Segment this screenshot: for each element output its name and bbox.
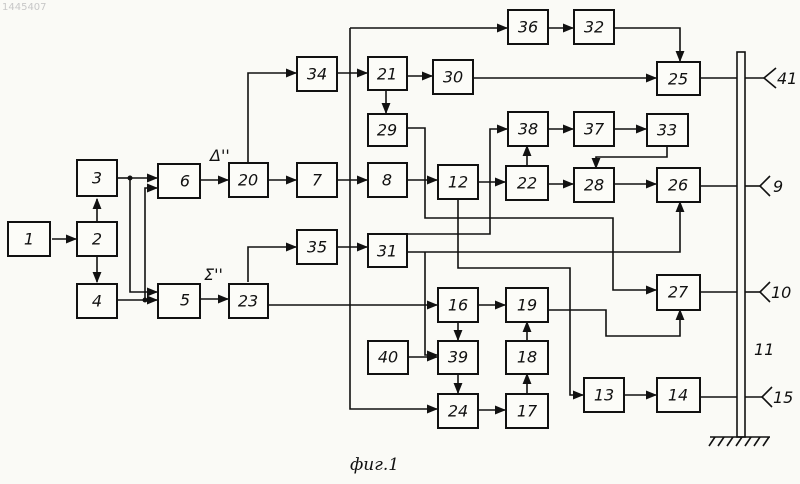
block-32: 32 (574, 10, 614, 44)
block-29: 29 (368, 114, 407, 146)
block-28: 28 (574, 168, 614, 202)
svg-text:36: 36 (518, 18, 538, 37)
output-label-41: 41 (777, 69, 797, 88)
block-40: 40 (368, 341, 408, 374)
svg-text:27: 27 (668, 283, 689, 302)
block-3: 3 (77, 160, 117, 196)
svg-text:25: 25 (668, 70, 688, 89)
block-37: 37 (574, 112, 614, 146)
block-14: 14 (657, 378, 700, 412)
block-20: 20 (229, 163, 268, 197)
svg-text:37: 37 (584, 120, 605, 139)
block-36: 36 (508, 10, 548, 44)
svg-text:28: 28 (584, 176, 604, 195)
svg-text:22: 22 (517, 174, 537, 193)
svg-text:30: 30 (443, 68, 463, 87)
svg-text:34: 34 (307, 65, 327, 84)
mast-label: 11 (754, 340, 774, 359)
block-33: 33 (647, 114, 688, 146)
block-8: 8 (368, 163, 407, 197)
output-label-15: 15 (773, 388, 793, 407)
svg-text:20: 20 (238, 171, 258, 190)
svg-text:39: 39 (448, 348, 468, 367)
svg-text:16: 16 (448, 296, 468, 315)
block-1: 1 (8, 222, 50, 256)
svg-text:21: 21 (377, 65, 397, 84)
svg-text:38: 38 (518, 120, 538, 139)
block-27: 27 (657, 275, 700, 310)
block-5: 5 (158, 284, 200, 318)
block-12: 12 (438, 165, 478, 199)
block-34: 34 (297, 57, 337, 91)
block-31: 31 (368, 234, 407, 267)
block-7: 7 (297, 163, 337, 197)
svg-text:14: 14 (668, 386, 688, 405)
svg-text:13: 13 (594, 386, 614, 405)
block-22: 22 (506, 166, 548, 200)
block-35: 35 (297, 230, 337, 264)
block-21: 21 (368, 57, 407, 90)
watermark-text: 1445407 (2, 2, 47, 13)
block-39: 39 (438, 341, 478, 374)
svg-text:5: 5 (180, 291, 190, 310)
block-2: 2 (77, 222, 117, 256)
figure-caption: фиг.1 (350, 455, 399, 475)
block-25: 25 (657, 62, 700, 95)
svg-text:24: 24 (448, 402, 468, 421)
sigma-signal-label: Σ'' (204, 265, 223, 284)
output-label-9: 9 (773, 177, 783, 196)
svg-text:7: 7 (312, 171, 323, 190)
mast (709, 52, 770, 446)
output-label-10: 10 (771, 283, 791, 302)
svg-text:1: 1 (24, 230, 34, 249)
block-17: 17 (506, 394, 548, 428)
svg-text:12: 12 (448, 173, 468, 192)
block-18: 18 (506, 341, 548, 374)
block-23: 23 (229, 284, 268, 318)
svg-text:26: 26 (668, 176, 688, 195)
svg-text:18: 18 (517, 348, 537, 367)
block-24: 24 (438, 394, 478, 428)
block-26: 26 (657, 168, 700, 202)
svg-text:40: 40 (378, 348, 398, 367)
svg-text:31: 31 (377, 242, 397, 261)
svg-text:32: 32 (584, 18, 604, 37)
svg-text:29: 29 (377, 121, 397, 140)
svg-text:3: 3 (92, 169, 102, 188)
svg-text:19: 19 (517, 296, 537, 315)
svg-text:17: 17 (517, 402, 538, 421)
block-13: 13 (584, 378, 624, 412)
block-6: 6 (158, 164, 200, 198)
svg-text:4: 4 (92, 292, 102, 311)
block-30: 30 (433, 60, 473, 94)
svg-text:2: 2 (92, 230, 102, 249)
delta-signal-label: Δ'' (208, 146, 230, 165)
svg-text:35: 35 (307, 238, 327, 257)
svg-text:8: 8 (382, 171, 392, 190)
svg-text:33: 33 (657, 121, 677, 140)
svg-text:6: 6 (180, 172, 190, 191)
block-38: 38 (508, 112, 548, 146)
block-16: 16 (438, 288, 478, 322)
block-4: 4 (77, 284, 117, 318)
block-19: 19 (506, 288, 548, 322)
svg-text:23: 23 (238, 292, 258, 311)
